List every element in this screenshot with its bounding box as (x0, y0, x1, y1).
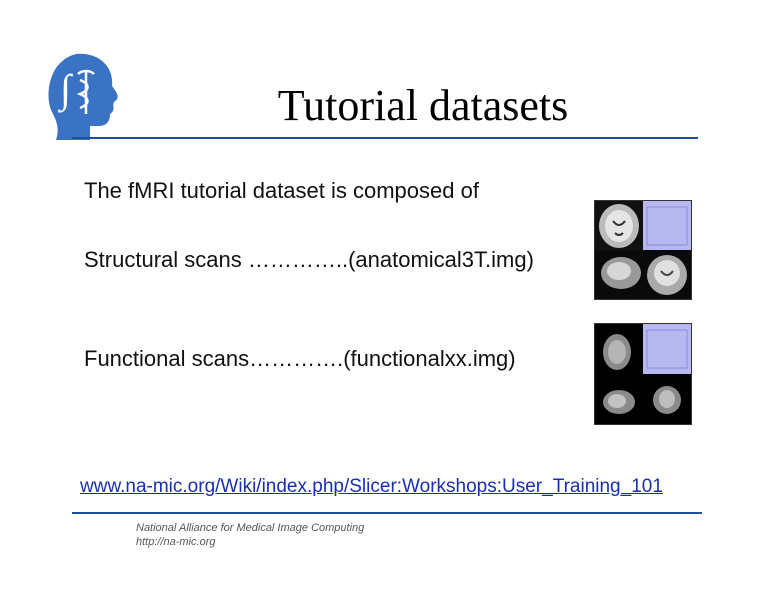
functional-mri-thumbnail (594, 323, 692, 425)
wiki-link[interactable]: www.na-mic.org/Wiki/index.php/Slicer:Wor… (80, 476, 663, 497)
intro-text: The fMRI tutorial dataset is composed of (84, 178, 479, 203)
structural-scans-text: Structural scans …………..(anatomical3T.img… (84, 247, 534, 272)
footer-divider (72, 512, 702, 514)
title-divider (72, 137, 698, 139)
footer-url: http://na-mic.org (136, 536, 216, 548)
svg-text:∫: ∫ (57, 66, 74, 113)
structural-mri-thumbnail (594, 200, 692, 300)
namic-head-logo-icon: ∫ (48, 53, 118, 140)
functional-scans-text: Functional scans………….(functionalxx.img) (84, 346, 516, 371)
footer-org: National Alliance for Medical Image Comp… (136, 522, 365, 534)
slide-title: Tutorial datasets (277, 81, 569, 130)
